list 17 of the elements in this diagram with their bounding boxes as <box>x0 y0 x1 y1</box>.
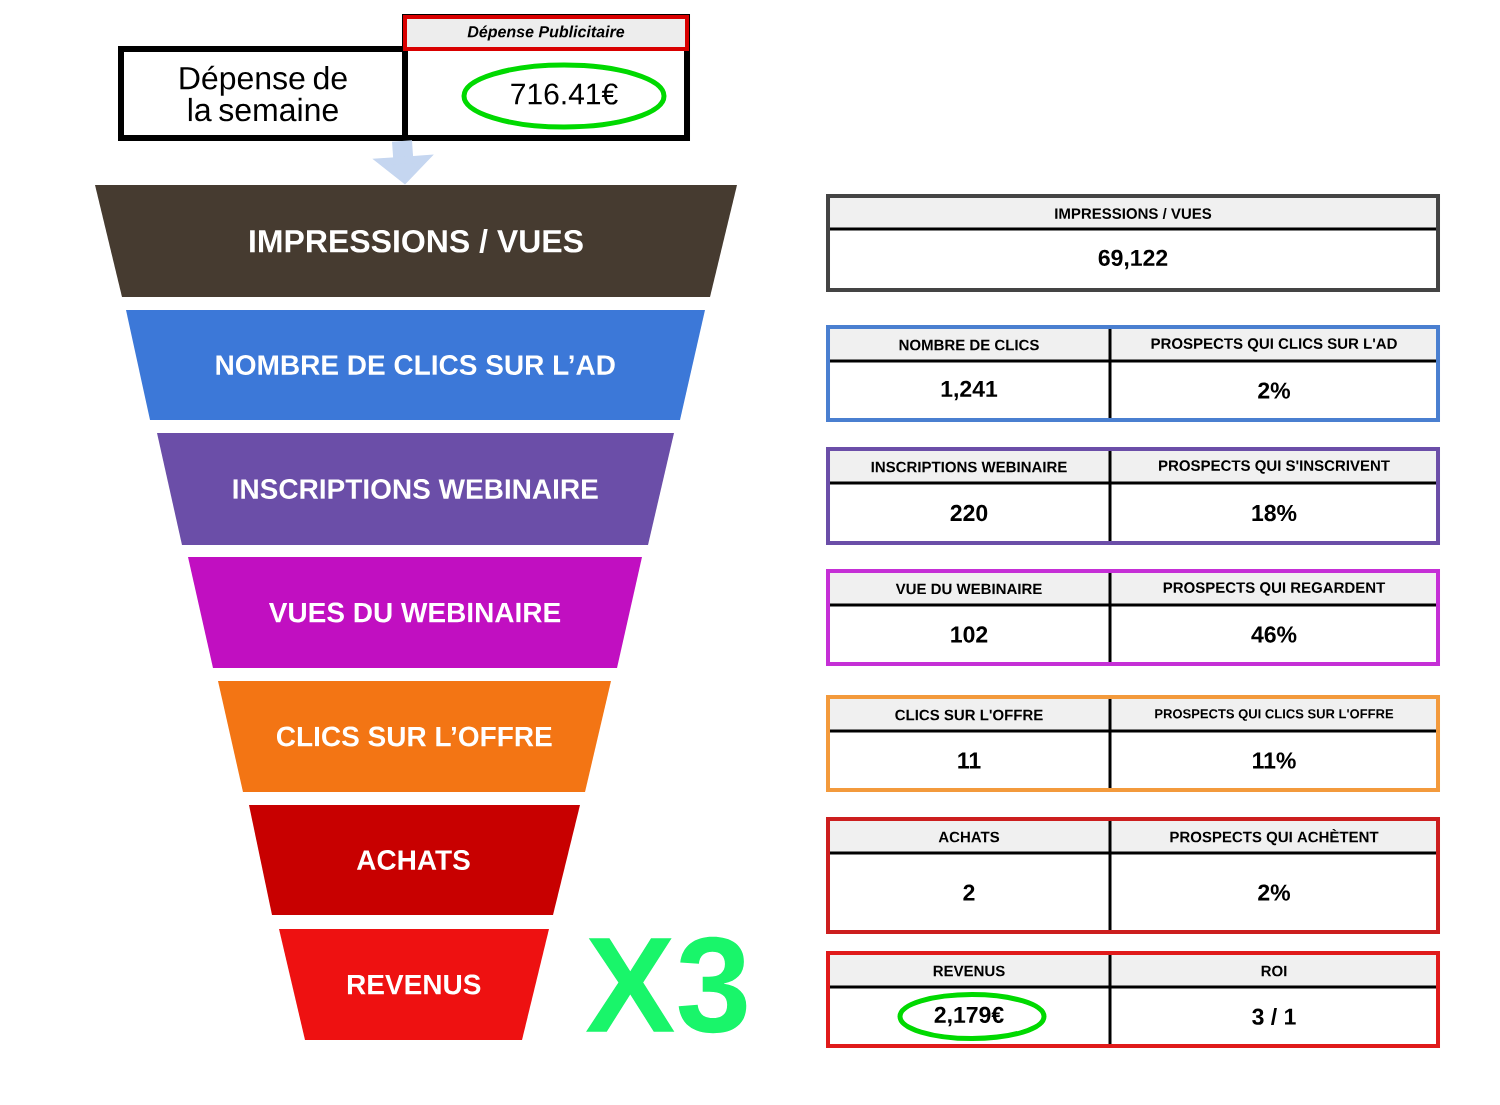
data-table: NOMBRE DE CLICS PROSPECTS QUI CLICS SUR L'AD 1,241 2% <box>826 325 1440 422</box>
funnel-band: VUES DU WEBINAIRE <box>188 557 642 668</box>
funnel-band: ACHATS <box>249 805 580 915</box>
spend-table: Dépense Publicitaire 716.41€ <box>402 14 690 141</box>
data-table: ACHATS PROSPECTS QUI ACHÈTENT 2 2% <box>826 817 1440 934</box>
funnel-band: REVENUS <box>279 929 549 1040</box>
funnel-band: CLICS SUR L’OFFRE <box>218 681 611 792</box>
data-table: VUE DU WEBINAIRE PROSPECTS QUI REGARDENT 102 46% <box>826 569 1440 666</box>
data-table: IMPRESSIONS / VUES 69,122 <box>826 194 1440 292</box>
text-box: Dépense de la semaine <box>118 46 408 141</box>
multiplier-label: X3 <box>586 936 747 1034</box>
data-table: REVENUS ROI 2,179€ 3 / 1 <box>826 951 1440 1048</box>
funnel-band: INSCRIPTIONS WEBINAIRE <box>157 433 674 545</box>
data-table: INSCRIPTIONS WEBINAIRE PROSPECTS QUI S'INSCRIVENT 220 18% <box>826 447 1440 545</box>
funnel-band: IMPRESSIONS / VUES <box>95 185 737 297</box>
funnel-band: NOMBRE DE CLICS SUR L’AD <box>126 310 705 420</box>
data-table: CLICS SUR L'OFFRE PROSPECTS QUI CLICS SUR L'OFFRE 11 11% <box>826 695 1440 792</box>
